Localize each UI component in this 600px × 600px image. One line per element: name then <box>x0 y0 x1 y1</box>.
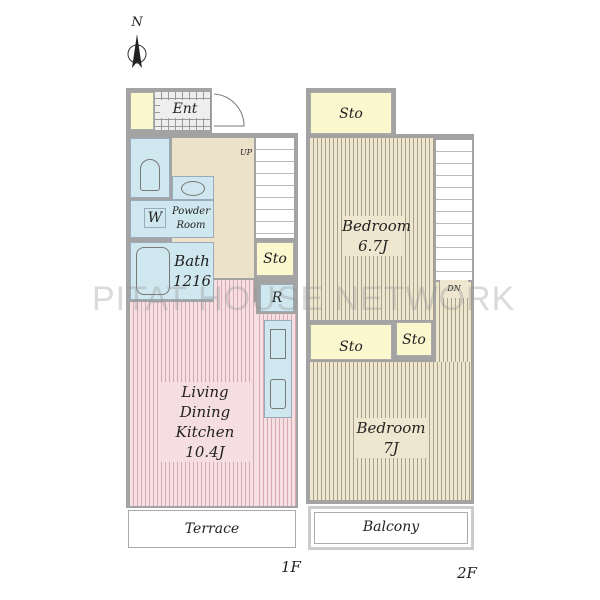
north-arrow-icon <box>127 34 147 68</box>
staircase[interactable] <box>256 138 294 238</box>
bathroom <box>130 242 214 300</box>
storage-b <box>396 322 432 356</box>
floor-1-plan: Ent UP W Powder Room Bath 1216 Sto R Liv… <box>126 88 302 576</box>
storage-top <box>310 92 392 134</box>
bath-label: Bath <box>174 252 210 270</box>
ldk-label: Living Dining Kitchen 10.4J <box>160 382 250 462</box>
compass-label: N <box>131 15 143 30</box>
down-label: DN <box>440 280 468 298</box>
bath-size-label: 1216 <box>172 272 212 290</box>
ldk-label-line: Dining <box>179 403 231 421</box>
floor-2-label: 2F <box>457 564 477 582</box>
bedroom-2-name: Bedroom <box>356 419 426 437</box>
ldk-label-line: Living <box>181 383 229 401</box>
shoe-cabinet <box>130 92 154 130</box>
entrance-label: Ent <box>160 100 210 118</box>
terrace-label: Terrace <box>184 521 240 537</box>
storage-label: Sto <box>263 251 287 267</box>
ldk-label-line: Kitchen <box>175 423 235 441</box>
staircase-2f[interactable] <box>436 140 472 280</box>
powder-room-label: Powder Room <box>171 206 210 231</box>
storage-a-label: Sto <box>339 339 363 355</box>
washbasin <box>172 176 214 200</box>
balcony-label: Balcony <box>362 519 420 535</box>
storage-a <box>310 324 392 360</box>
washer-label: W <box>144 208 166 228</box>
floor-2-plan: Sto Bedroom 6.7J DN Sto Sto Bedroom 7J B… <box>300 0 600 600</box>
entry-door[interactable] <box>212 92 246 128</box>
kitchen-counter <box>264 320 292 418</box>
fridge-space <box>260 284 294 312</box>
floor-1-label: 1F <box>281 558 301 576</box>
terrace <box>128 510 296 548</box>
ldk-label-line: 10.4J <box>185 443 225 461</box>
watermark: PITAT HOUSE NETWORK <box>92 280 516 318</box>
bedroom-1-label: Bedroom 6.7J <box>342 216 411 256</box>
toilet <box>130 138 170 198</box>
storage-1f <box>256 242 294 276</box>
balcony <box>308 506 474 550</box>
bedroom-2-size: 7J <box>383 439 399 457</box>
bedroom-2-label: Bedroom 7J <box>356 418 426 458</box>
storage-top-label: Sto <box>339 106 363 122</box>
bedroom-1-size: 6.7J <box>358 237 388 255</box>
storage-b-label: Sto <box>402 332 426 348</box>
north-compass: N <box>122 14 152 74</box>
bedroom-1-name: Bedroom <box>342 217 411 235</box>
fridge-label: R <box>271 290 283 306</box>
up-label: UP <box>239 148 253 157</box>
